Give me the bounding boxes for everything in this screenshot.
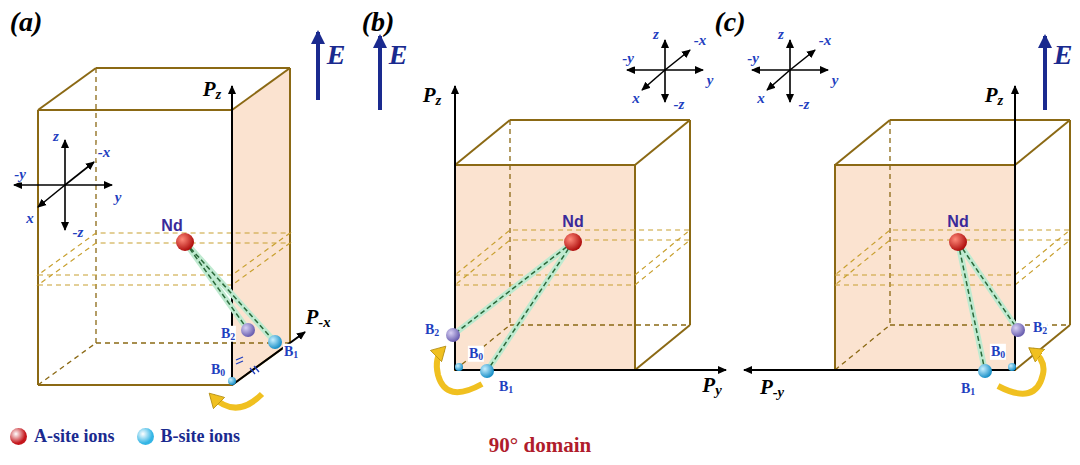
panel-label: (b) xyxy=(362,6,395,38)
polarization-label: Py xyxy=(702,373,721,400)
axis-label: -z xyxy=(798,96,811,113)
legend-item: A-site ions xyxy=(10,426,115,447)
bonds-c xyxy=(958,242,1018,371)
site-label: B1 xyxy=(498,379,514,395)
legend-text: A-site ions xyxy=(34,426,115,447)
axis-label: y xyxy=(706,72,715,89)
polarization-axes-b xyxy=(455,86,726,370)
site-label: B1 xyxy=(283,344,299,360)
legend-text: B-site ions xyxy=(161,426,241,447)
axis-label: z xyxy=(777,26,785,43)
site-label: B0 xyxy=(990,344,1006,360)
axis-label: x xyxy=(631,90,641,107)
field-arrow xyxy=(378,36,382,110)
field-arrow xyxy=(1043,36,1047,110)
axis-cross-a xyxy=(14,140,112,230)
polarization-label: P-x xyxy=(305,305,330,332)
polarization-axes-a xyxy=(232,86,305,385)
axis-label: -x xyxy=(693,32,708,49)
axis-label: z xyxy=(52,128,60,145)
polarization-label: Pz xyxy=(203,77,222,104)
axis-label: -z xyxy=(72,224,85,241)
axis-label: y xyxy=(831,72,840,89)
cube-c xyxy=(835,120,1070,370)
bonds-b xyxy=(453,242,573,371)
axis-label: -y xyxy=(746,50,760,67)
atoms-c xyxy=(949,233,1025,378)
axis-label: -y xyxy=(621,50,635,67)
field-label: E xyxy=(1054,39,1073,71)
axis-label: x xyxy=(25,210,35,227)
polarization-label: Pz xyxy=(985,83,1004,110)
legend: A-site ions B-site ions xyxy=(10,426,240,447)
site-label: B2 xyxy=(220,326,236,342)
atoms-a xyxy=(176,233,282,385)
field-label: E xyxy=(327,39,346,71)
site-label: B0 xyxy=(210,362,226,378)
field-arrow xyxy=(316,32,320,100)
site-label: B1 xyxy=(960,381,976,397)
axis-label: -x xyxy=(97,144,112,161)
field-label: E xyxy=(389,39,408,71)
panel-label: (a) xyxy=(10,6,43,38)
domain-label: 90° domain xyxy=(489,433,591,458)
axis-label: z xyxy=(652,26,660,43)
rotation-arrow xyxy=(998,350,1044,394)
site-label: B0 xyxy=(468,346,484,362)
panel-label: (c) xyxy=(714,6,745,38)
site-label: B2 xyxy=(424,322,440,338)
atom-label: Nd xyxy=(161,217,182,235)
polarization-label: P-y xyxy=(760,375,784,402)
bonds-a xyxy=(185,242,275,342)
axis-label: x xyxy=(756,90,766,107)
axis-label: -z xyxy=(673,96,686,113)
atoms-b xyxy=(446,233,582,378)
site-label: B2 xyxy=(1032,320,1048,336)
cube-b xyxy=(455,120,690,370)
legend-item: B-site ions xyxy=(137,426,241,447)
polarization-label: Pz xyxy=(423,83,442,110)
axis-label: -x xyxy=(818,32,833,49)
atom-label: Nd xyxy=(562,213,583,231)
atom-label: Nd xyxy=(947,213,968,231)
rotation-arrow xyxy=(212,394,262,408)
axis-label: -y xyxy=(13,166,27,183)
polarization-axes-c xyxy=(744,86,1015,370)
legend-swatch xyxy=(10,428,27,445)
legend-swatch xyxy=(137,428,154,445)
cube-a xyxy=(38,68,290,385)
axis-label: y xyxy=(114,189,123,206)
